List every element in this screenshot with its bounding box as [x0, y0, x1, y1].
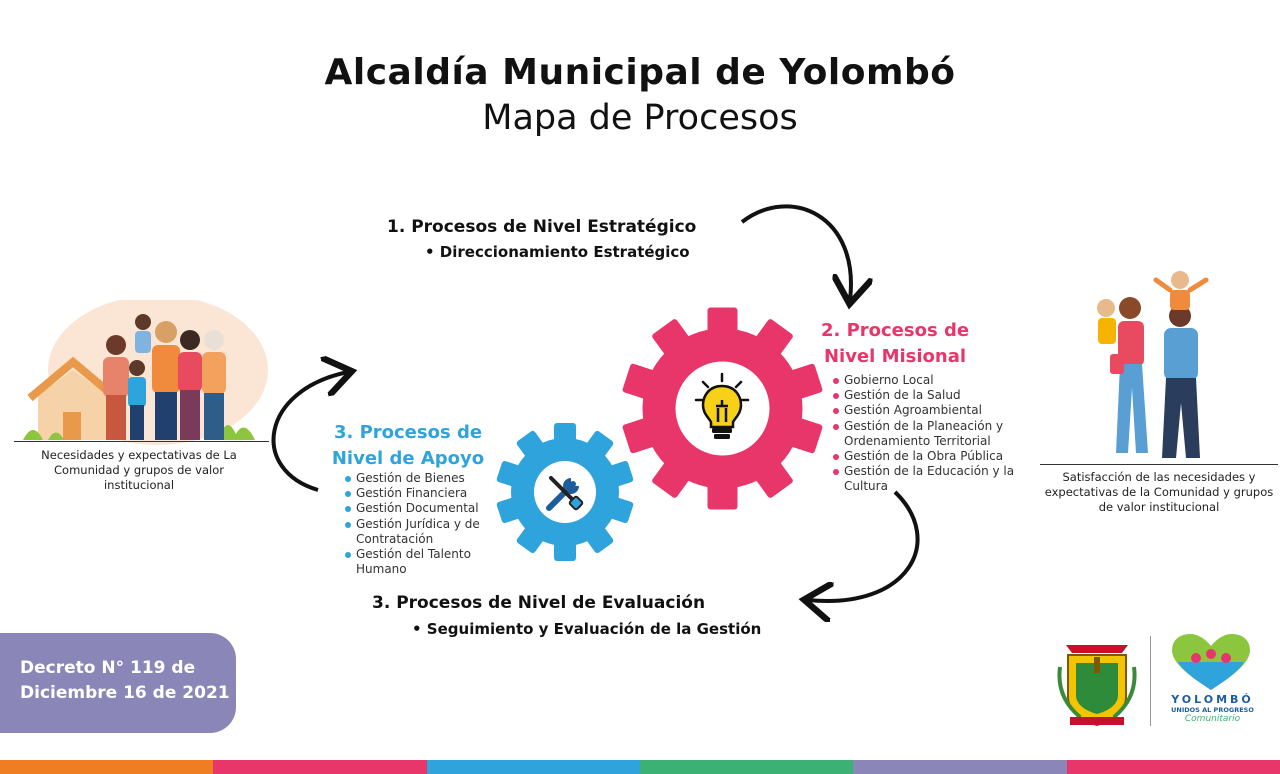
footer-stripe-segment — [213, 760, 427, 774]
community-illustration — [23, 300, 268, 445]
arrow-estrategico-to-misional — [740, 204, 851, 300]
misional-list: Gobierno Local Gestión de la Salud Gesti… — [833, 373, 1033, 495]
yolombo-heart-logo — [1172, 634, 1250, 690]
decree-box — [0, 633, 236, 733]
list-item: Gestión de la Obra Pública — [833, 449, 1033, 464]
apoyo-heading-line2: Nivel de Apoyo — [331, 448, 485, 469]
list-item: Gestión del Talento Humano — [345, 547, 500, 577]
estrategico-item: • Direccionamiento Estratégico — [425, 243, 690, 261]
misional-heading-line2: Nivel Misional — [823, 346, 967, 367]
left-caption: Necesidades y expectativas de La Comunid… — [41, 448, 237, 492]
left-divider — [14, 441, 269, 442]
footer-stripe-segment — [426, 760, 640, 774]
estrategico-heading: 1. Procesos de Nivel Estratégico — [387, 217, 697, 237]
right-caption: Satisfacción de las necesidades y expect… — [1044, 470, 1274, 514]
arrow-apoyo-to-estrategico — [271, 372, 348, 492]
list-item: Gestión Financiera — [345, 486, 500, 501]
apoyo-heading-line1: 3. Procesos de — [333, 422, 483, 443]
footer-stripe-segment — [0, 760, 214, 774]
list-item: Gestión Jurídica y de Contratación — [345, 517, 500, 547]
apoyo-list: Gestión de Bienes Gestión Financiera Ges… — [345, 471, 500, 577]
brand-script: Comunitario — [1184, 714, 1241, 724]
page-title: Alcaldía Municipal de Yolombó — [324, 52, 956, 93]
lightbulb-icon — [694, 372, 750, 439]
footer-stripe-segment — [1066, 760, 1280, 774]
yolombo-brand: YOLOMBÓ UNIDOS AL PROGRESO Comunitario — [1160, 693, 1265, 724]
apoyo-heading: 3. Procesos de Nivel de Apoyo — [318, 420, 498, 472]
family-illustration — [1097, 271, 1209, 458]
arrow-misional-to-evaluacion — [808, 490, 920, 601]
right-divider — [1040, 464, 1278, 465]
decree-line2: Diciembre 16 de 2021 — [20, 683, 230, 703]
list-item: Gobierno Local — [833, 373, 1033, 388]
list-item: Gestión de Bienes — [345, 471, 500, 486]
misional-heading-line1: 2. Procesos de — [820, 320, 970, 341]
footer-stripe-segment — [639, 760, 854, 774]
list-item: Gestión de la Planeación y Ordenamiento … — [833, 419, 1033, 449]
list-item: Gestión de la Salud — [833, 388, 1033, 403]
list-item: Gestión Agroambiental — [833, 403, 1033, 418]
footer-color-stripe — [0, 760, 1280, 774]
evaluacion-item: • Seguimiento y Evaluación de la Gestión — [412, 620, 762, 638]
evaluacion-heading: 3. Procesos de Nivel de Evaluación — [372, 593, 706, 613]
decree-text: Decreto N° 119 de Diciembre 16 de 2021 — [20, 656, 230, 706]
logo-divider — [1150, 636, 1151, 726]
decree-line1: Decreto N° 119 de — [20, 658, 196, 678]
tools-icon — [546, 476, 584, 511]
page-subtitle: Mapa de Procesos — [482, 98, 798, 138]
misional-heading: 2. Procesos de Nivel Misional — [800, 318, 990, 370]
brand-name: YOLOMBÓ — [1171, 693, 1254, 706]
brand-tagline: UNIDOS AL PROGRESO — [1171, 706, 1254, 714]
list-item: Gestión Documental — [345, 501, 500, 516]
footer-stripe-segment — [853, 760, 1067, 774]
misional-gear — [622, 307, 823, 510]
coat-of-arms-logo — [1057, 645, 1137, 727]
list-item: Gestión de la Educación y la Cultura — [833, 464, 1033, 494]
